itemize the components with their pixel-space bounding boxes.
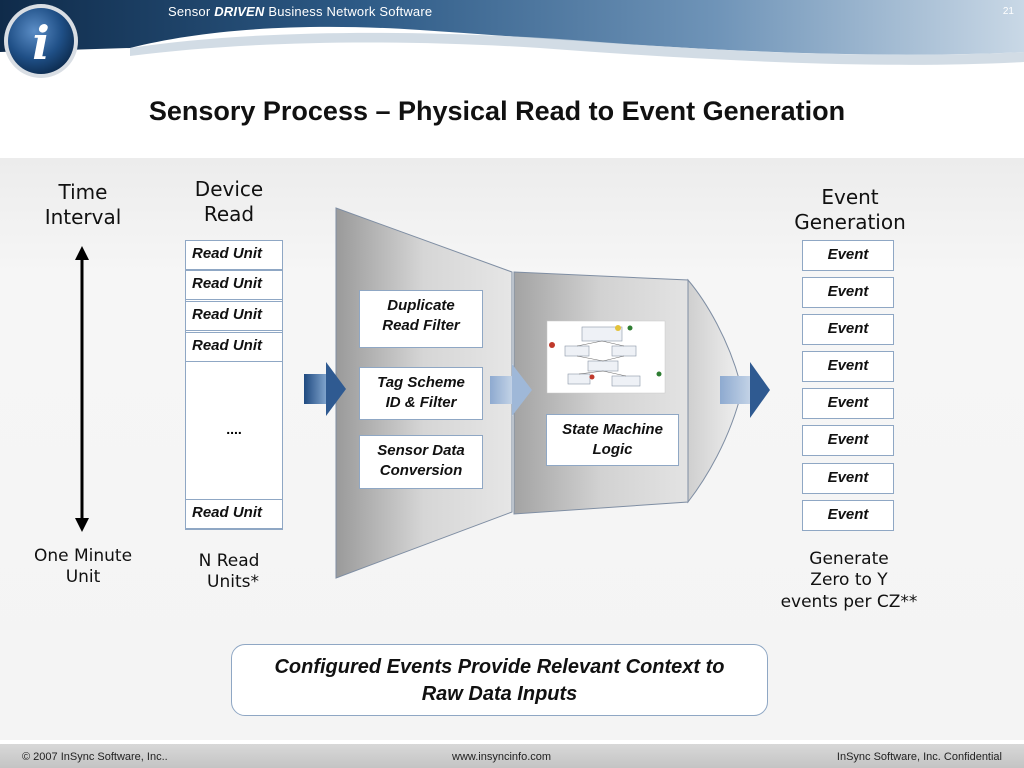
event-generation-heading: Event Generation (794, 185, 906, 234)
callout-box: Configured Events Provide Relevant Conte… (231, 644, 768, 716)
time-interval-heading: Time Interval (44, 180, 122, 229)
tagline-prefix: Sensor (168, 4, 211, 19)
footer-website[interactable]: www.insyncinfo.com (452, 751, 552, 763)
event-box: Event (802, 314, 894, 345)
sensor-data-conversion-box: Sensor Data Conversion (359, 435, 483, 489)
slide-title: Sensory Process – Physical Read to Event… (148, 96, 846, 126)
read-unit-last: Read Unit (185, 499, 283, 529)
arrow-middle-icon (490, 364, 532, 416)
header-tagline: Sensor DRIVEN Business Network Software (168, 4, 432, 19)
read-unit: Read Unit (185, 301, 283, 331)
read-unit: Read Unit (185, 240, 283, 270)
insync-logo-icon: i (4, 4, 78, 78)
time-interval-footer: One Minute Unit (33, 546, 133, 588)
event-box: Event (802, 240, 894, 271)
duplicate-read-filter-box: Duplicate Read Filter (359, 290, 483, 348)
slide-number: 21 (1002, 6, 1014, 17)
event-box: Event (802, 463, 894, 494)
read-unit: Read Unit (185, 270, 283, 300)
event-box: Event (802, 351, 894, 382)
tag-scheme-filter-box: Tag Scheme ID & Filter (359, 367, 483, 420)
arrow-output-icon (720, 362, 770, 418)
read-unit-ellipsis: .... (226, 421, 242, 437)
arrow-input-icon (304, 362, 346, 416)
device-read-footer: N Read Units* (198, 551, 260, 593)
svg-text:i: i (32, 16, 49, 70)
device-read-heading: Device Read (194, 177, 264, 226)
state-machine-logic-box: State Machine Logic (546, 414, 679, 466)
read-unit: Read Unit (185, 332, 283, 362)
event-box: Event (802, 277, 894, 308)
footer-bar: © 2007 InSync Software, Inc.. www.insync… (0, 744, 1024, 768)
event-generation-footer: Generate Zero to Y events per CZ** (780, 549, 918, 612)
tagline-emphasis: DRIVEN (214, 4, 265, 19)
header-band (0, 0, 1024, 70)
footer-copyright: © 2007 InSync Software, Inc.. (22, 751, 168, 763)
header-swoosh (0, 0, 1024, 65)
time-interval-arrow-icon (75, 246, 89, 532)
state-machine-diagram-icon (546, 320, 666, 394)
event-box: Event (802, 388, 894, 419)
tagline-suffix: Business Network Software (268, 4, 433, 19)
event-box: Event (802, 425, 894, 456)
footer-confidential: InSync Software, Inc. Confidential (836, 751, 1002, 763)
event-box: Event (802, 500, 894, 531)
